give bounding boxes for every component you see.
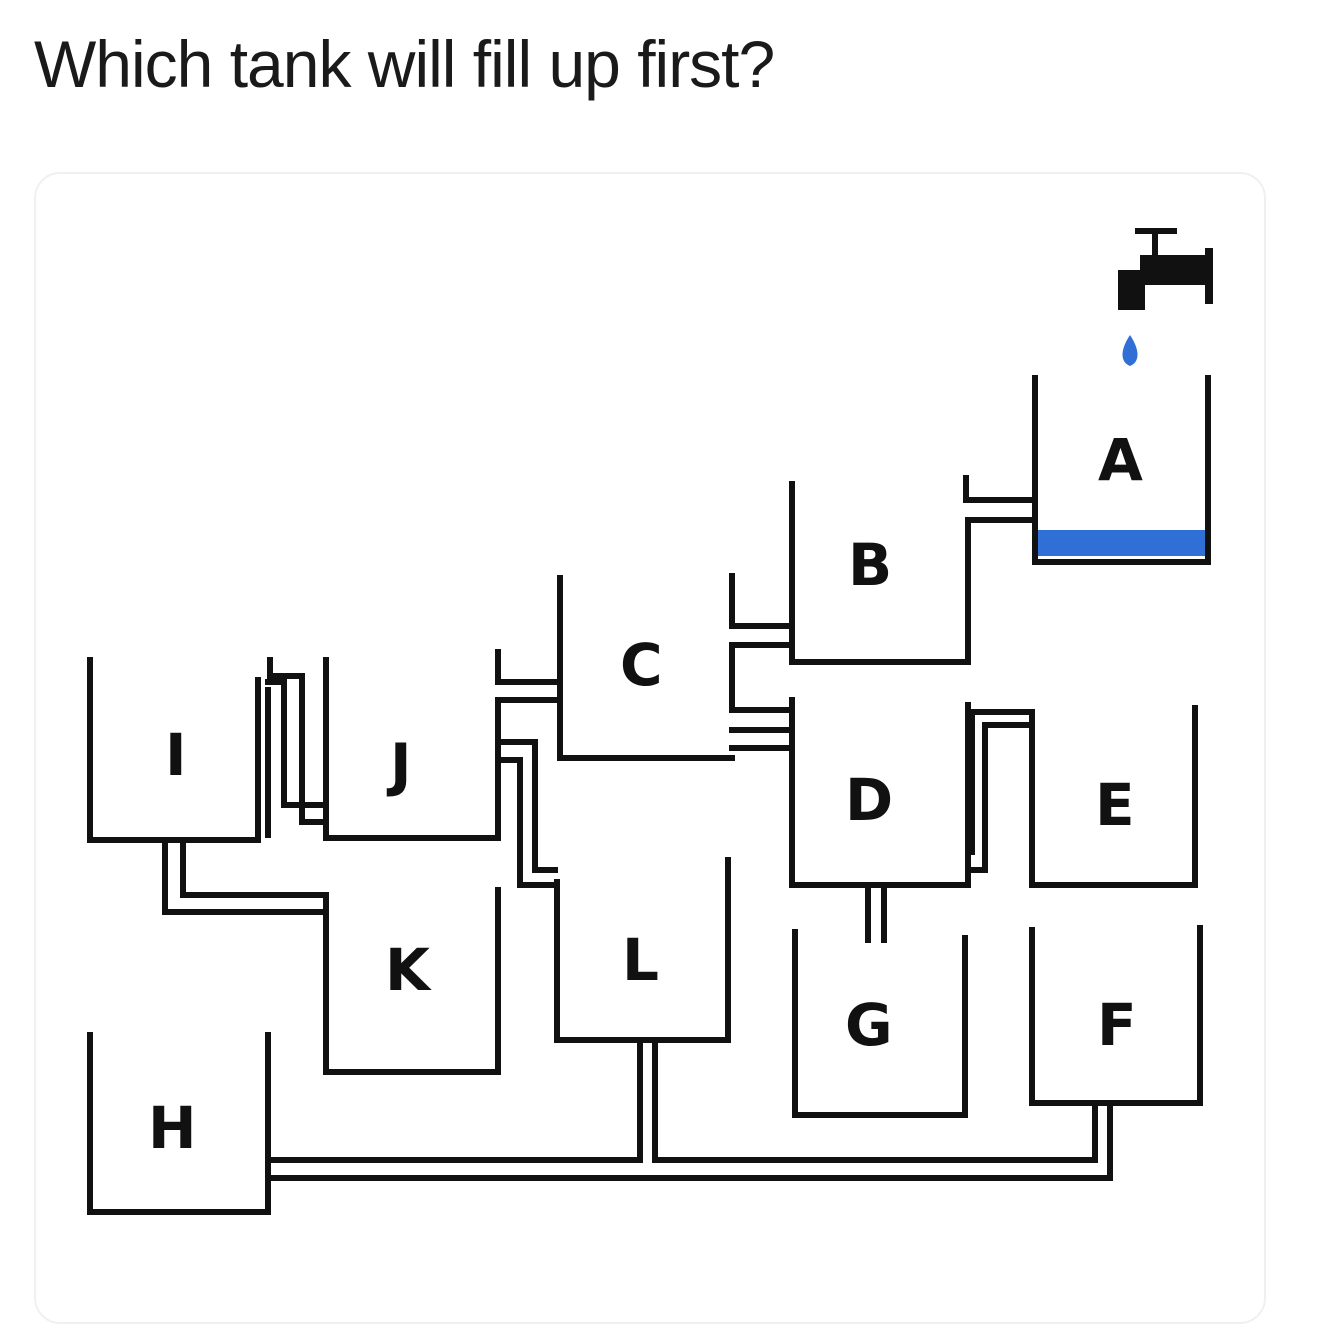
tank-f-outline — [1029, 925, 1203, 1106]
pipe-j-overflow — [265, 657, 329, 825]
pipe-b-to-c-d — [729, 573, 795, 713]
tank-d-label: D — [845, 766, 893, 834]
tank-b-label: B — [848, 531, 892, 599]
tank-a-label: A — [1098, 426, 1143, 494]
tank-b-outline — [789, 481, 971, 665]
tank-d-outline — [789, 697, 971, 888]
water-drop-icon — [1122, 335, 1138, 366]
tank-a-outline — [1032, 375, 1211, 565]
faucet-icon — [1118, 228, 1213, 310]
tank-k-outline — [323, 887, 501, 1075]
tank-j-outline — [323, 657, 501, 841]
question-title: Which tank will fill up first? — [34, 27, 775, 101]
pipe-a-to-b — [963, 475, 1038, 665]
tank-k-label: K — [385, 936, 432, 1004]
tank-f-label: F — [1097, 991, 1137, 1059]
pipe-bottom-to-h — [265, 1037, 1113, 1181]
tank-i-outline — [87, 657, 261, 843]
tank-e-label: E — [1095, 771, 1135, 839]
tank-h-outline — [87, 1032, 271, 1215]
tank-j-label: J — [386, 731, 412, 799]
tank-e-outline — [1029, 705, 1198, 888]
pipe-c-overflow — [495, 649, 563, 745]
pipe-b-to-d — [729, 727, 795, 751]
pipe-d-to-g — [865, 882, 887, 943]
pipe-i-to-k — [162, 837, 329, 915]
pipe-d-to-e — [965, 709, 1035, 873]
tank-c-label: C — [620, 631, 663, 699]
pipe-c-to-l — [495, 739, 558, 888]
tank-a-water — [1038, 530, 1205, 556]
tank-g-outline — [792, 929, 968, 1118]
tank-l-label: L — [622, 926, 659, 994]
tank-c-outline — [557, 575, 735, 761]
tank-h-label: H — [148, 1094, 197, 1162]
puzzle-card — [34, 172, 1266, 1324]
tank-i-label: I — [165, 721, 187, 789]
tank-g-label: G — [845, 991, 893, 1059]
